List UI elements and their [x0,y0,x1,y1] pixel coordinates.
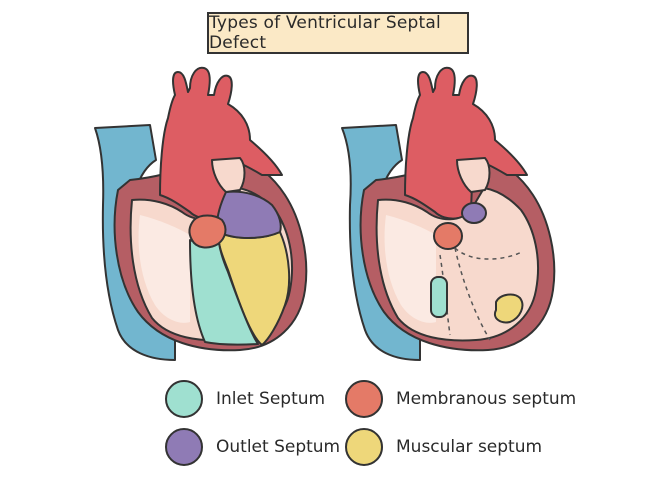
legend-item-inlet: Inlet Septum [165,380,325,418]
legend-label-membranous: Membranous septum [396,389,577,409]
diagram-title: Types of Ventricular Septal Defect [207,12,469,54]
legend-item-outlet: Outlet Septum [165,428,340,466]
right-aortic-valve [456,157,491,193]
right-inlet-defect [430,276,448,318]
right-outlet-defect [461,202,487,224]
right-septum-dash-1 [454,247,523,260]
right-septum-dash-2 [454,247,491,341]
membranous-swatch [345,380,383,418]
left-heart [94,66,308,361]
right-muscular-defect [494,293,524,324]
left-aorta [159,66,283,220]
legend-item-muscular: Muscular septum [345,428,542,466]
right-membranous-defect [433,222,463,250]
legend-label-inlet: Inlet Septum [216,389,326,409]
right-atrium-patch [384,215,436,323]
muscular-swatch [345,428,383,466]
right-heart [341,66,556,361]
legend-label-outlet: Outlet Septum [216,437,341,457]
legend-item-membranous: Membranous septum [345,380,576,418]
legend-label-muscular: Muscular septum [396,437,543,457]
left-aortic-valve [211,157,246,193]
left-membranous-septum [188,214,227,249]
right-septum-dash-3 [439,254,451,336]
outlet-swatch [165,428,203,466]
inlet-swatch [165,380,203,418]
left-atrium-patch [138,215,190,323]
right-aorta [404,66,528,220]
